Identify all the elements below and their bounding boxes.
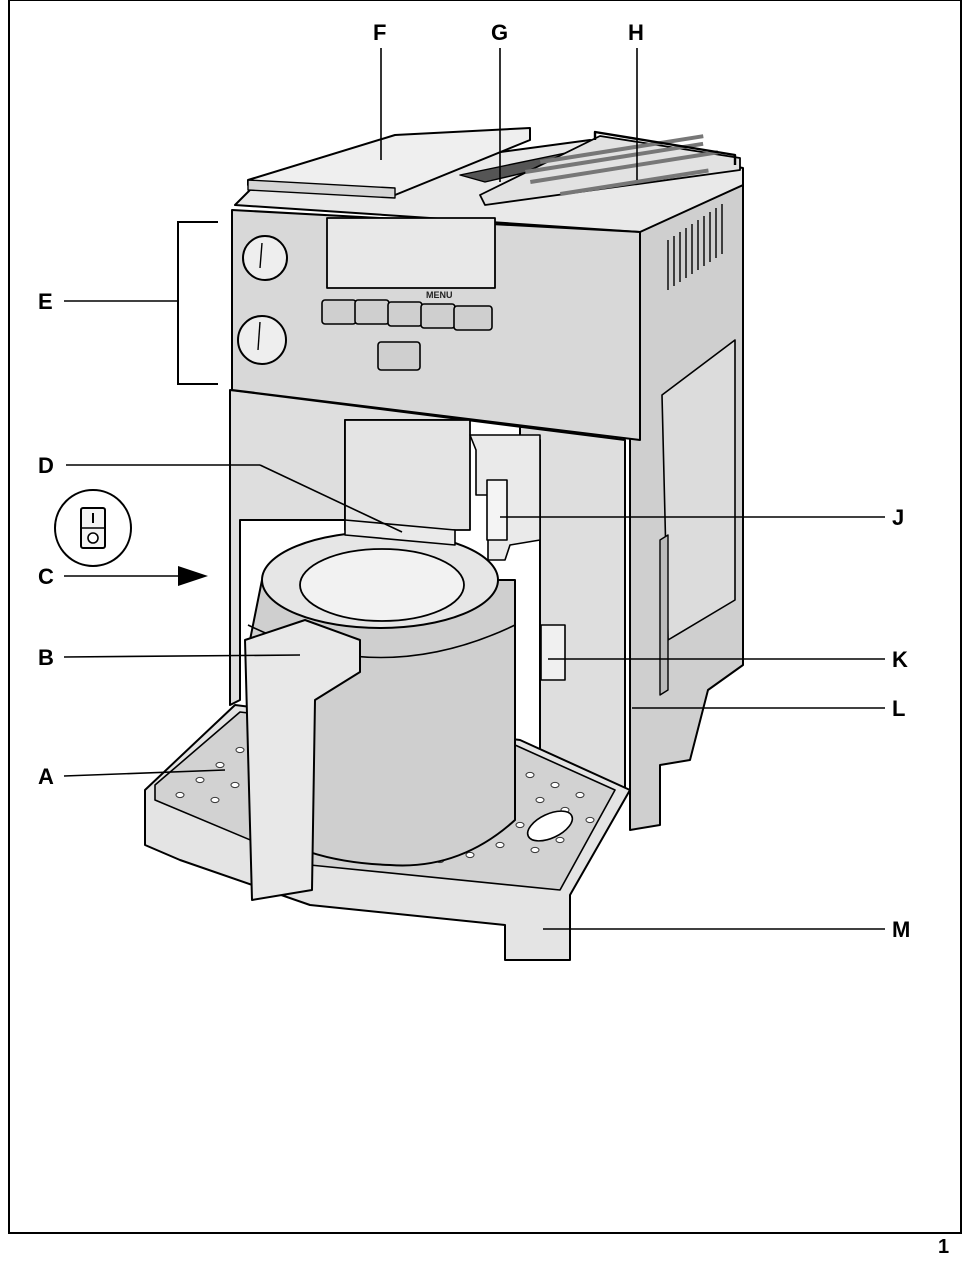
callout-k: K [892, 647, 908, 672]
leader-a [63, 769, 226, 777]
button-2 [354, 299, 390, 325]
spout-housing [344, 419, 471, 531]
button-3 [387, 301, 423, 327]
callout-m: M [892, 917, 910, 942]
page-number: 1 [938, 1236, 950, 1258]
display [326, 217, 496, 289]
leader-b [63, 654, 301, 658]
side-vents [667, 204, 723, 290]
steam-nozzle-tube [486, 479, 508, 541]
figure-frame [8, 0, 962, 1234]
callout-c: C [38, 564, 54, 589]
button-menu [420, 303, 456, 329]
side-window [659, 534, 669, 696]
callout-g: G [491, 20, 508, 45]
button-power [453, 305, 493, 331]
leader-d-diag [259, 464, 403, 533]
callout-j: J [892, 505, 904, 530]
callout-h: H [628, 20, 644, 45]
callout-a: A [38, 764, 54, 789]
button-carafe [377, 341, 421, 371]
lid-top [247, 179, 396, 199]
drip-tray-float [526, 810, 574, 842]
brew-head [344, 519, 456, 546]
menu-button-label: MENU [426, 290, 453, 300]
power-switch-inset [54, 489, 132, 567]
knob-lower [237, 315, 287, 365]
leader-lines [63, 48, 885, 930]
knob-upper [242, 235, 288, 281]
cup-warmer-holes [525, 134, 719, 196]
arrow-head-c [178, 566, 208, 586]
callout-d: D [38, 453, 54, 478]
callout-f: F [373, 20, 386, 45]
button-1 [321, 299, 357, 325]
machine-illustration [144, 127, 744, 961]
bracket-e [177, 221, 218, 385]
callout-e: E [38, 289, 53, 314]
callout-b: B [38, 645, 54, 670]
cup-warmer-rail [593, 130, 737, 165]
knob-k [540, 624, 566, 681]
carafe-handle [244, 619, 361, 901]
callout-l: L [892, 696, 905, 721]
carafe-lid [299, 548, 465, 622]
